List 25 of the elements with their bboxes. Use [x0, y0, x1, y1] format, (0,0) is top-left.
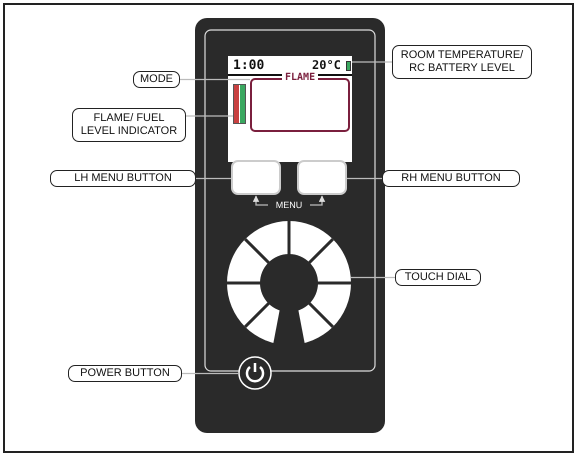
leader-line: [196, 178, 231, 180]
power-button: [238, 356, 272, 390]
callout-label: FLAME/ FUEL LEVEL INDICATOR: [72, 108, 186, 142]
arrow: [310, 195, 326, 206]
arrow: [252, 195, 268, 206]
callout-label: LH MENU BUTTON: [50, 170, 196, 187]
temperature-text: 20°C: [312, 58, 341, 72]
leader-line: [182, 372, 238, 374]
level-bars: [233, 84, 246, 124]
callout-label: POWER BUTTON: [68, 365, 182, 382]
time-readout: 1:00: [233, 58, 264, 73]
leader-line: [351, 276, 395, 278]
leader-line: [180, 78, 250, 80]
leader-line: [186, 115, 233, 117]
callout-label: RH MENU BUTTON: [382, 170, 520, 187]
leader-line: [347, 178, 382, 180]
menu-label: MENU: [268, 198, 310, 212]
touch-dial: [227, 221, 351, 345]
callout-label: ROOM TEMPERATURE/ RC BATTERY LEVEL: [392, 45, 532, 79]
mode-text: FLAME: [282, 72, 318, 83]
leader-line: [352, 61, 392, 63]
menu-button: [297, 160, 347, 195]
callout-label: TOUCH DIAL: [395, 269, 481, 286]
menu-button: [231, 160, 281, 195]
callout-label: MODE: [133, 71, 180, 88]
